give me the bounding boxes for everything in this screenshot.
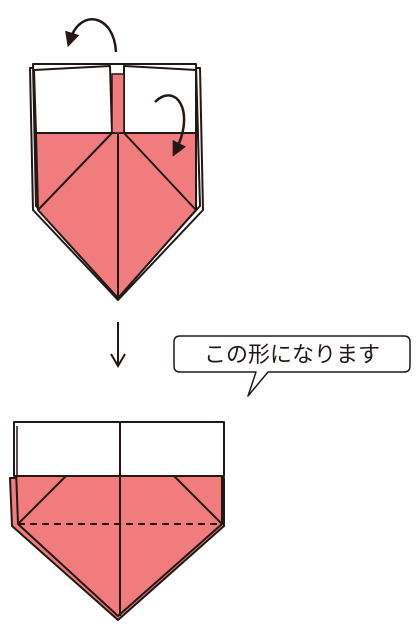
right-inner-crease: [117, 209, 197, 299]
result-left-diagonal: [17, 475, 67, 525]
callout-text: この形になります: [204, 343, 380, 368]
speech-bubble: この形になります: [173, 335, 411, 397]
step-two-figure: [9, 421, 225, 621]
left-inner-crease: [37, 209, 119, 299]
result-right-inner: [117, 523, 223, 617]
center-strip: [111, 73, 125, 134]
down-arrow-icon: [110, 322, 126, 368]
colored-body: [35, 132, 197, 299]
result-right-diagonal: [173, 475, 223, 525]
left-diagonal-crease: [37, 132, 113, 211]
left-top-flap: [33, 65, 113, 134]
result-left-inner: [17, 523, 119, 617]
curved-arrow-icon: [65, 18, 118, 53]
step-one-figure: [29, 18, 204, 301]
curved-arrow-icon: [154, 94, 187, 157]
right-diagonal-crease: [123, 132, 197, 211]
